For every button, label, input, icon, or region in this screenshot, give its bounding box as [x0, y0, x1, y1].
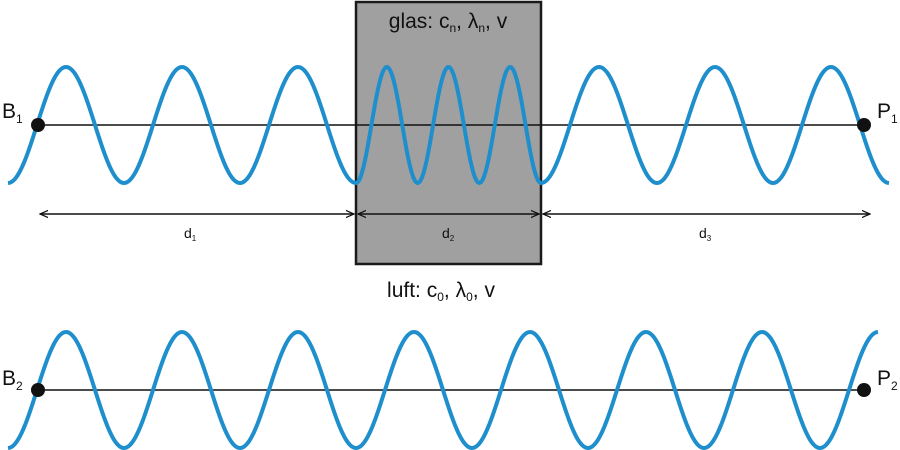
air-c-subscript: 0	[437, 290, 444, 304]
distance-d3-subscript: 3	[707, 234, 712, 243]
wave1-start-subscript: 1	[16, 112, 23, 126]
glass-block	[354, 0, 543, 266]
glass-lambda-symbol: λ	[468, 10, 479, 33]
wave2-start-label: B2	[2, 367, 23, 393]
distance-d2-letter: d	[442, 225, 450, 241]
distance-d3-letter: d	[699, 225, 707, 241]
glass-separator-2: ,	[485, 10, 497, 33]
wave2-curve	[7, 329, 879, 450]
glass-label: glas: cn, λn, v	[389, 10, 508, 35]
distance-label-d3: d3	[699, 225, 712, 243]
wave1-start-point	[31, 118, 45, 132]
air-separator-2: ,	[473, 279, 485, 302]
wave2-end-point	[857, 383, 871, 397]
air-separator: ,	[444, 279, 456, 302]
wave1-end-letter: P	[877, 100, 891, 123]
wave1-start-letter: B	[2, 100, 16, 123]
air-label: luft: c0, λ0, v	[387, 279, 495, 304]
distance-label-d1: d1	[184, 225, 197, 243]
glass-lambda-subscript: n	[478, 21, 485, 35]
distance-d1-subscript: 1	[192, 234, 197, 243]
wave1-curve	[7, 64, 890, 186]
wave2-start-point	[31, 383, 45, 397]
distance-label-d2: d2	[442, 225, 455, 243]
wave2-end-label: P2	[877, 367, 898, 393]
air-lambda-symbol: λ	[456, 279, 467, 302]
air-c-text: luft: c	[387, 279, 437, 302]
glass-frequency: v	[497, 10, 508, 33]
distance-d1-letter: d	[184, 225, 192, 241]
wave1-start-label: B1	[2, 100, 23, 126]
wave2-start-subscript: 2	[16, 379, 23, 393]
wave1-end-subscript: 1	[891, 112, 898, 126]
glass-c-subscript: n	[449, 21, 456, 35]
glass-separator: ,	[456, 10, 468, 33]
wave2-start-letter: B	[2, 367, 16, 390]
wave2-end-subscript: 2	[891, 379, 898, 393]
air-lambda-subscript: 0	[466, 290, 473, 304]
glass-c-text: glas: c	[389, 10, 450, 33]
wave1-end-point	[857, 118, 871, 132]
distance-d2-subscript: 2	[450, 234, 455, 243]
wave2-end-letter: P	[877, 367, 891, 390]
air-frequency: v	[484, 279, 495, 302]
wave1-end-label: P1	[877, 100, 898, 126]
